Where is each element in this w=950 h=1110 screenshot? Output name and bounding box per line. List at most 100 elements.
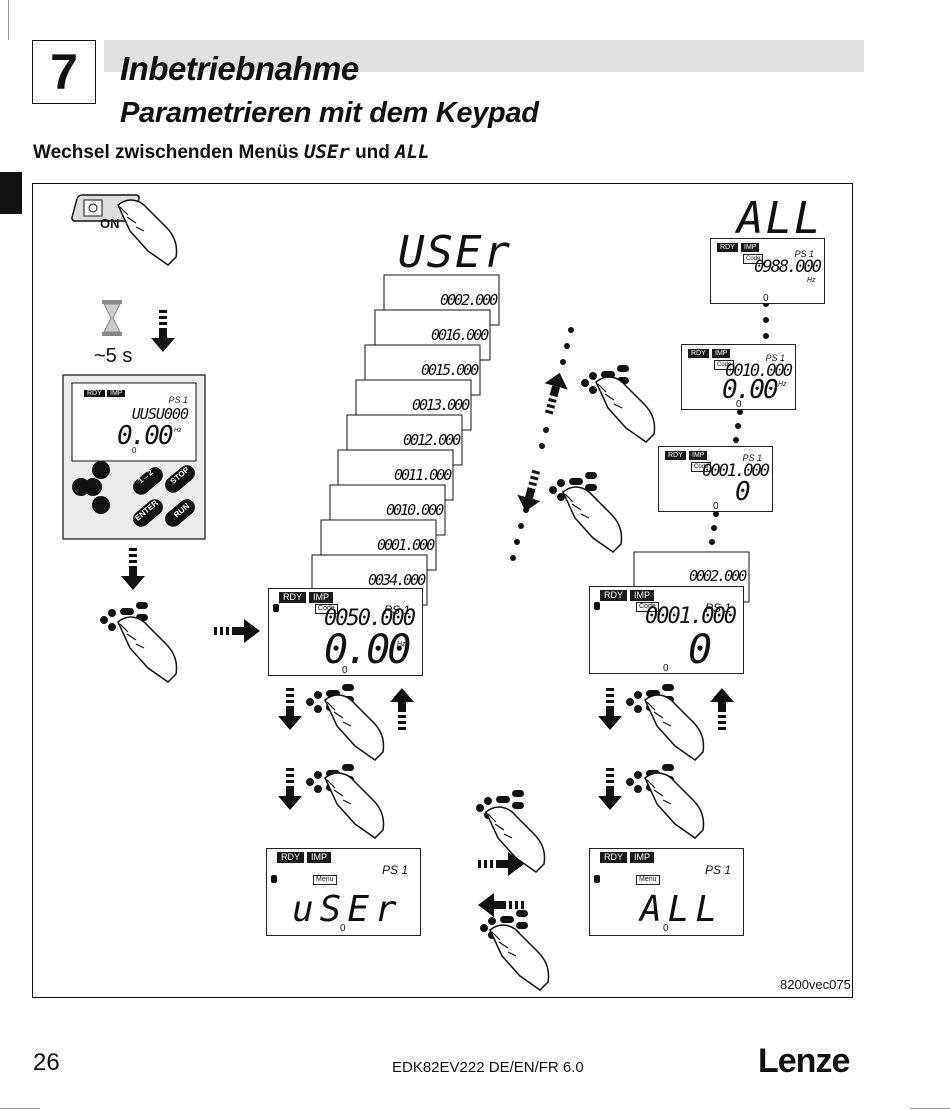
menu-user-display: RDY IMP Menu PS 1 uSEr 0 bbox=[266, 848, 421, 936]
code-box: Code bbox=[743, 254, 764, 264]
menu-box: Menu bbox=[313, 875, 337, 885]
keypad-code-value: UUSU000 bbox=[131, 405, 189, 423]
figure-frame bbox=[32, 183, 853, 998]
zero-mark: 0 bbox=[342, 665, 348, 676]
hz-unit: Hz bbox=[778, 381, 787, 388]
user-stack-code: 0010.000 bbox=[386, 501, 444, 519]
page-title: Inbetriebnahme bbox=[120, 50, 359, 87]
section-conj: und bbox=[355, 142, 390, 163]
rdy-badge: RDY bbox=[600, 852, 628, 863]
section-heading: Wechsel zwischenden Menüs USEr und ALL bbox=[33, 141, 430, 164]
user-stack-code: 0034.000 bbox=[368, 571, 426, 589]
user-menu-label: USEr bbox=[398, 227, 512, 278]
zero-mark: 0 bbox=[763, 293, 769, 304]
keypad-value: 0.00 bbox=[117, 421, 174, 451]
section-menu-all: ALL bbox=[395, 141, 430, 163]
code-number: 0010.000 bbox=[725, 361, 793, 381]
user-stack-code: 0001.000 bbox=[377, 536, 435, 554]
key-enter-label: ENTER bbox=[133, 498, 160, 523]
zero-mark: 0 bbox=[736, 399, 742, 410]
wait-label: ~5 s bbox=[94, 345, 133, 367]
ps-indicator: PS 1 bbox=[794, 249, 814, 259]
display-value: 0.00 bbox=[324, 627, 411, 673]
crop-mark bbox=[910, 1108, 950, 1109]
rdy-badge: RDY bbox=[688, 349, 709, 358]
display-value: 0 bbox=[735, 477, 751, 507]
code-number: 0001.000 bbox=[702, 461, 770, 481]
crop-mark bbox=[0, 1108, 40, 1109]
document-code: EDK82EV222 DE/EN/FR 6.0 bbox=[392, 1059, 584, 1076]
zero-mark: 0 bbox=[340, 923, 346, 934]
all-c1-display: RDY IMP Code PS 1 0001.000 0 0 bbox=[658, 446, 773, 512]
keypad-keys: 1→2 STOP ENTER RUN bbox=[63, 375, 205, 539]
zero-mark: 0 bbox=[663, 923, 669, 934]
figure-id: 8200vec075 bbox=[780, 977, 851, 992]
user-front-display: RDY IMP Code PS 1 0050.000 0.00 Hz 0 bbox=[268, 588, 423, 676]
user-stack-code: 0002.000 bbox=[440, 291, 498, 309]
title-band bbox=[104, 40, 864, 72]
code-box: Code bbox=[714, 360, 735, 370]
all-back-code: 0002.000 bbox=[689, 567, 747, 585]
ps-indicator: PS 1 bbox=[383, 603, 410, 617]
ps-indicator: PS 1 bbox=[765, 353, 785, 363]
ps-indicator: PS 1 bbox=[381, 863, 408, 877]
ps-indicator: PS 1 bbox=[704, 863, 731, 877]
key-run-label: RUN bbox=[172, 501, 192, 520]
rdy-badge: RDY bbox=[717, 243, 738, 252]
section-menu-user: USEr bbox=[304, 141, 350, 163]
hz-unit: Hz bbox=[807, 277, 816, 284]
key-stop-label: STOP bbox=[168, 465, 192, 486]
imp-badge: IMP bbox=[689, 451, 708, 460]
hz-unit: Hz bbox=[397, 641, 406, 648]
all-menu-label: ALL bbox=[737, 193, 823, 244]
display-value: 0 bbox=[688, 627, 713, 673]
rdy-badge: RDY bbox=[279, 592, 307, 603]
code-number: 0001.000 bbox=[645, 604, 737, 629]
section-prefix: Wechsel zwischenden Menüs bbox=[33, 142, 299, 163]
zero-mark: 0 bbox=[713, 501, 719, 512]
display-indicator bbox=[271, 875, 277, 883]
display-indicator bbox=[273, 604, 279, 612]
menu-word: uSEr bbox=[292, 889, 403, 930]
keypad-imp: IMP bbox=[107, 390, 126, 397]
zero-mark: 0 bbox=[663, 663, 669, 674]
chapter-side-tab bbox=[0, 172, 22, 214]
user-stack-code: 0011.000 bbox=[394, 466, 452, 484]
page-subtitle: Parametrieren mit dem Keypad bbox=[120, 97, 539, 129]
keypad-display: RDY IMP PS 1 UUSU000 0.00 Hz 0 bbox=[72, 383, 196, 461]
code-box: Code bbox=[691, 462, 712, 472]
on-label: ON bbox=[100, 216, 120, 231]
keypad-hz: Hz bbox=[174, 428, 182, 434]
keypad-rdy: RDY bbox=[84, 390, 105, 397]
imp-badge: IMP bbox=[307, 852, 332, 863]
all-c10-display: RDY IMP Code PS 1 0010.000 0.00 Hz 0 bbox=[681, 344, 796, 410]
ps-indicator: PS 1 bbox=[704, 601, 731, 615]
rdy-badge: RDY bbox=[600, 590, 628, 601]
key-step-label: 1→2 bbox=[136, 467, 155, 486]
rdy-badge: RDY bbox=[277, 852, 305, 863]
display-indicator bbox=[594, 875, 600, 883]
all-top-display: RDY IMP Code PS 1 0988.000 Hz 0 bbox=[710, 238, 825, 304]
chapter-number: 7 bbox=[32, 40, 96, 104]
code-number: 0988.000 bbox=[754, 257, 822, 277]
page-number: 26 bbox=[33, 1049, 60, 1076]
imp-badge: IMP bbox=[741, 243, 760, 252]
imp-badge: IMP bbox=[630, 852, 655, 863]
lenze-logo: Lenze bbox=[758, 1042, 850, 1080]
code-box: Code bbox=[315, 604, 338, 614]
ps-indicator: PS 1 bbox=[742, 453, 762, 463]
menu-box: Menu bbox=[636, 875, 660, 885]
menu-word: ALL bbox=[640, 889, 724, 930]
code-number: 0050.000 bbox=[324, 606, 416, 631]
user-stack-code: 0016.000 bbox=[431, 326, 489, 344]
all-front-display: RDY IMP Code PS 1 0001.000 0 0 bbox=[589, 586, 744, 674]
imp-badge: IMP bbox=[309, 592, 334, 603]
keypad-zero: 0 bbox=[132, 446, 137, 455]
user-stack-code: 0015.000 bbox=[421, 361, 479, 379]
display-value: 0.00 bbox=[722, 375, 779, 405]
code-box: Code bbox=[636, 602, 659, 612]
keypad-ps: PS 1 bbox=[168, 395, 188, 405]
menu-all-display: RDY IMP Menu PS 1 ALL 0 bbox=[589, 848, 744, 936]
imp-badge: IMP bbox=[630, 590, 655, 601]
imp-badge: IMP bbox=[712, 349, 731, 358]
